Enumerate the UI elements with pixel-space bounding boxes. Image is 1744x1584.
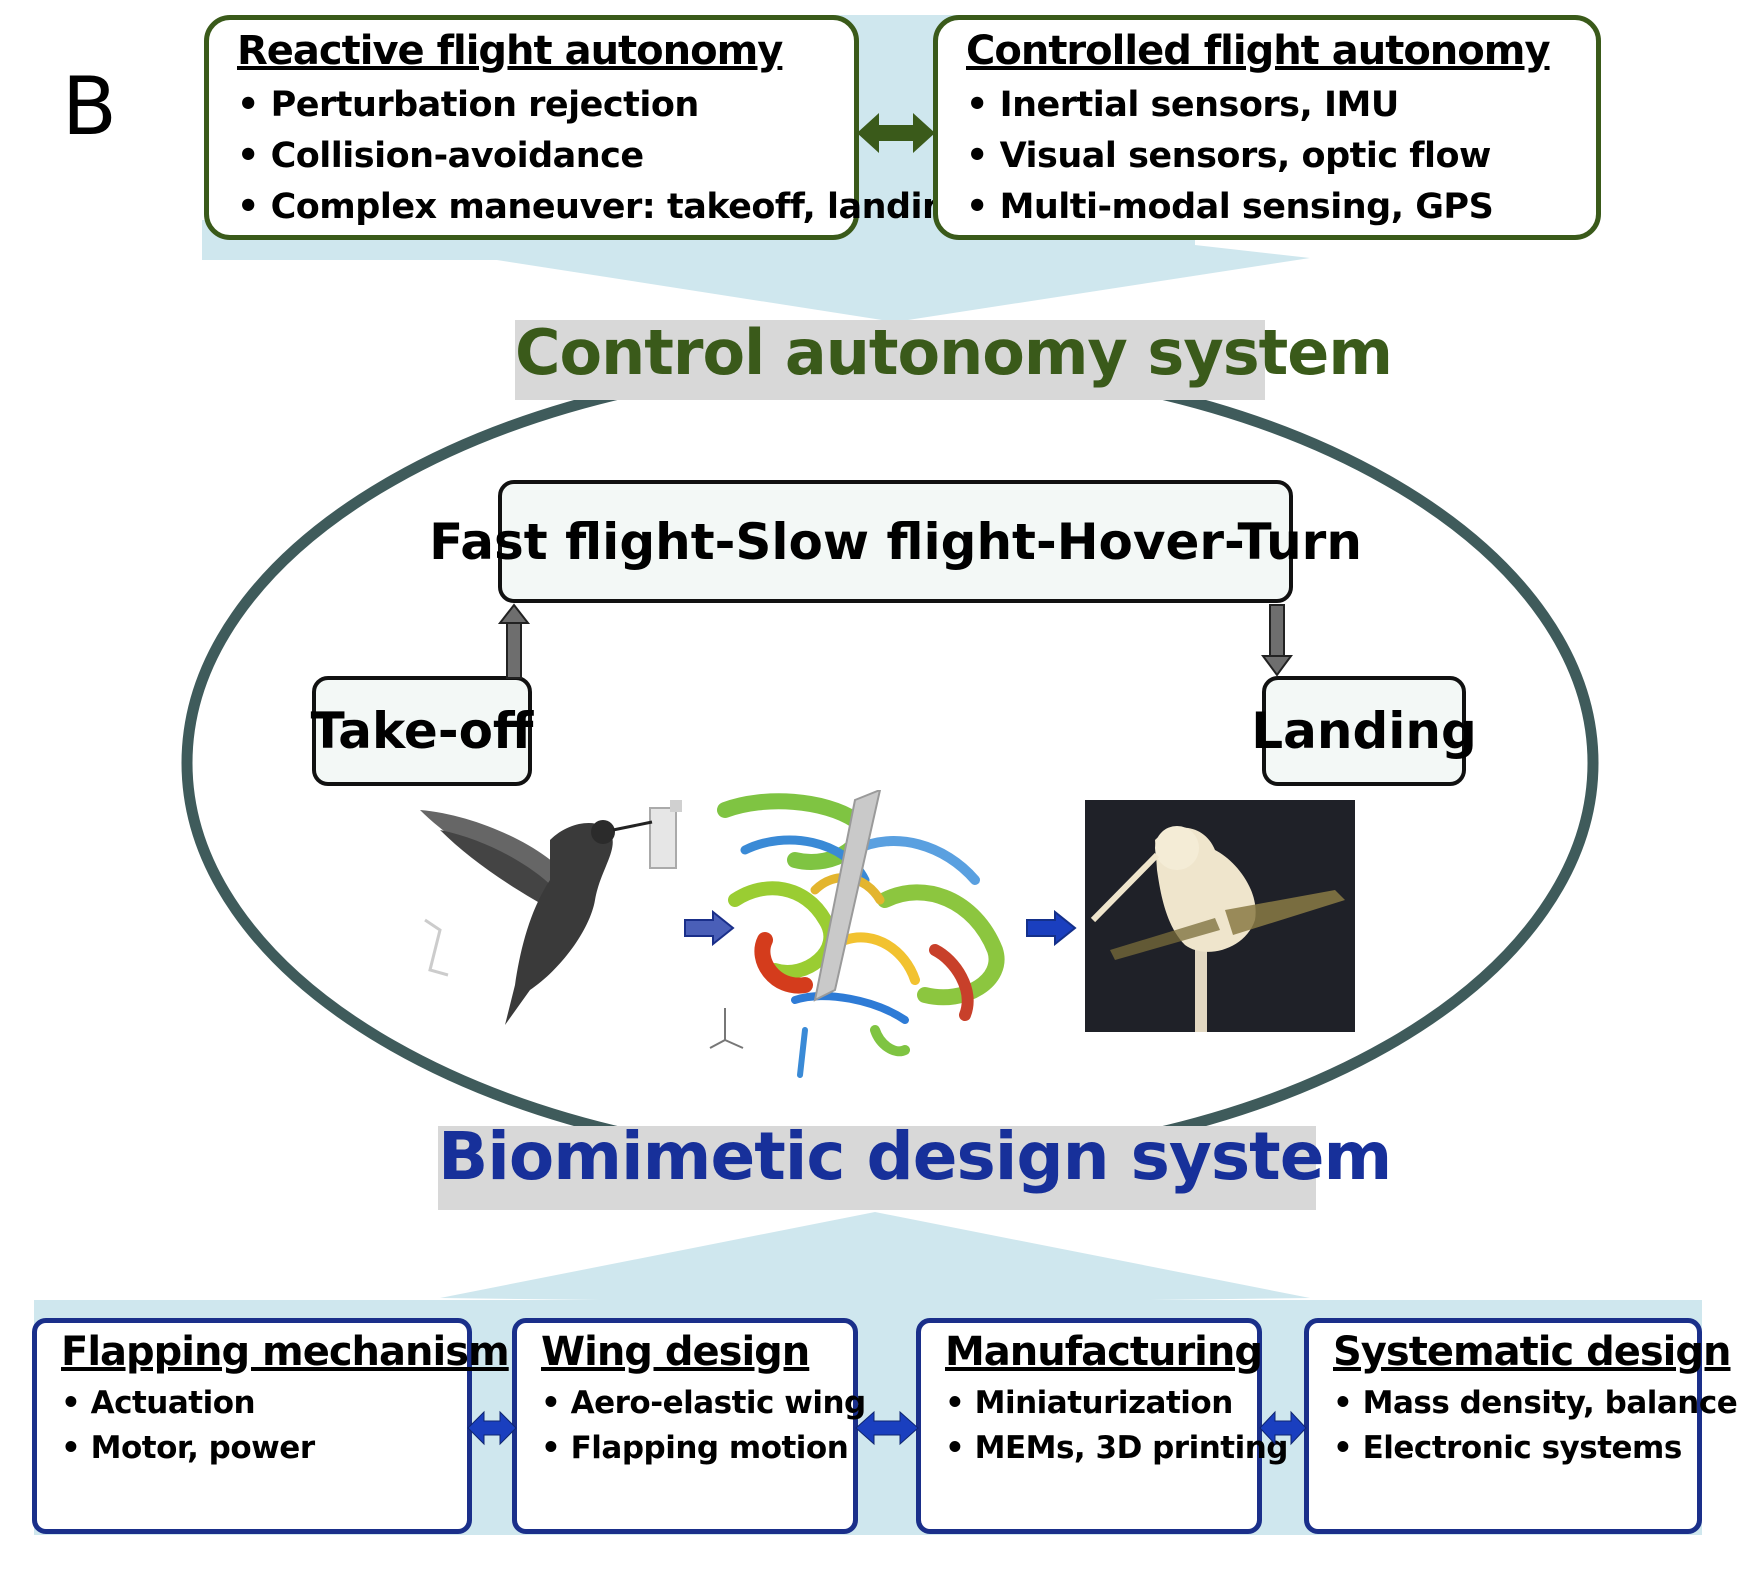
- controlled-item: Visual sensors, optic flow: [966, 131, 1596, 182]
- arrow-right-icon: [1026, 910, 1077, 946]
- double-arrow-icon: [855, 1410, 919, 1446]
- controlled-item: Inertial sensors, IMU: [966, 80, 1596, 131]
- biomimetic-design-title: Biomimetic design system: [438, 1118, 1392, 1195]
- wing-design-box: Wing design Aero-elastic wing Flapping m…: [512, 1318, 867, 1534]
- hummingbird-icon: [420, 810, 653, 1025]
- controlled-item: Multi-modal sensing, GPS: [966, 182, 1596, 233]
- flapping-item: Actuation: [61, 1381, 467, 1426]
- flight-modes-box: Fast flight-Slow flight-Hover-Turn: [429, 480, 1362, 603]
- hummingbird-photo: [420, 800, 682, 1025]
- systematic-design-title: Systematic design: [1333, 1329, 1731, 1375]
- flapping-item: Motor, power: [61, 1426, 467, 1471]
- panel-label: B: [62, 60, 117, 153]
- wing-design-title: Wing design: [541, 1329, 810, 1375]
- reactive-item: Perturbation rejection: [237, 80, 854, 131]
- robotic-hummingbird-photo: [1085, 800, 1355, 1032]
- manufacturing-title: Manufacturing: [945, 1329, 1263, 1375]
- double-arrow-icon: [467, 1410, 517, 1446]
- biomimetic-title-band: [438, 1126, 1316, 1210]
- wing-plate-icon: [813, 790, 882, 1002]
- down-arrow-icon: [1261, 604, 1293, 677]
- control-title-band: [515, 320, 1265, 400]
- manufacturing-box: Manufacturing Miniaturization MEMs, 3D p…: [916, 1318, 1289, 1534]
- systematic-item: Electronic systems: [1333, 1426, 1697, 1471]
- flapping-mechanism-box: Flapping mechanism Actuation Motor, powe…: [32, 1318, 510, 1534]
- manufacturing-item: MEMs, 3D printing: [945, 1426, 1289, 1471]
- double-arrow-icon: [1259, 1410, 1307, 1446]
- manufacturing-item: Miniaturization: [945, 1381, 1257, 1426]
- reactive-autonomy-box: Reactive flight autonomy Perturbation re…: [204, 15, 972, 240]
- vortex-simulation-image: [709, 790, 1005, 1078]
- feeder-icon: [649, 800, 682, 869]
- controlled-autonomy-box: Controlled flight autonomy Inertial sens…: [933, 15, 1601, 240]
- systematic-item: Mass density, balance: [1333, 1381, 1738, 1426]
- systematic-design-box: Systematic design Mass density, balance …: [1304, 1318, 1738, 1534]
- control-autonomy-title: Control autonomy system: [515, 316, 1393, 389]
- reactive-autonomy-title: Reactive flight autonomy: [237, 28, 783, 74]
- axes-icon: [709, 1008, 744, 1049]
- double-arrow-icon: [857, 113, 935, 153]
- landing-box: Landing: [1251, 676, 1477, 786]
- arrow-right-icon: [684, 910, 735, 946]
- controlled-autonomy-title: Controlled flight autonomy: [966, 28, 1551, 74]
- wing-item: Flapping motion: [541, 1426, 853, 1471]
- reactive-item: Collision-avoidance: [237, 131, 854, 182]
- up-arrow-icon: [497, 603, 531, 679]
- takeoff-box: Take-off: [311, 676, 533, 786]
- flapping-mechanism-title: Flapping mechanism: [61, 1329, 510, 1375]
- wing-item: Aero-elastic wing: [541, 1381, 867, 1426]
